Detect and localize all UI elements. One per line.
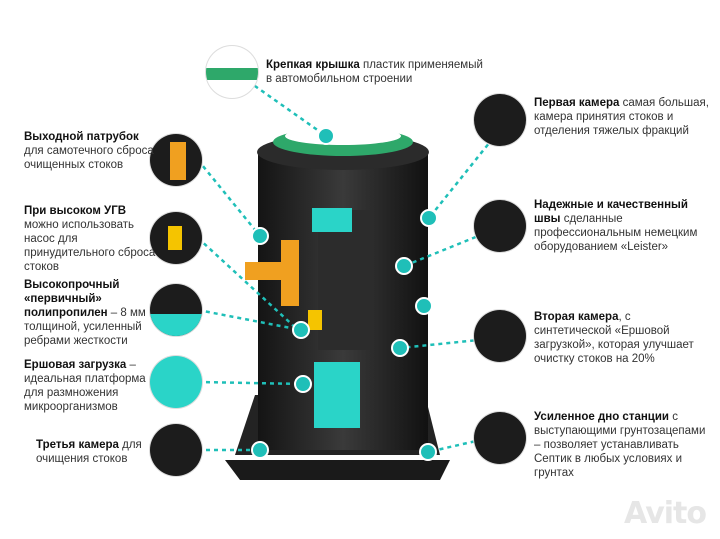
- septic-partition: [318, 210, 374, 350]
- outlet-pipe-vertical: [281, 240, 299, 306]
- callout-brush-text: – идеальная платформа для размножения ми…: [24, 359, 146, 413]
- detail-pp-icon: [150, 284, 202, 336]
- callout-lid-title: Крепкая крышка: [266, 59, 360, 71]
- callout-outlet: Выходной патрубок для самотечного сброса…: [24, 130, 158, 172]
- detail-outlet-icon: [150, 134, 202, 186]
- callout-pp-text: – 8 мм толщиной, усиленный ребрами жестк…: [24, 307, 146, 347]
- callout-bottom-text: с выступающими грунтозацепами – позволяе…: [534, 411, 706, 479]
- septic-brush-top: [312, 208, 352, 232]
- callout-seams: Надежные и качественный швы сделанные пр…: [534, 198, 710, 254]
- detail-chamber2-icon: [474, 310, 526, 362]
- callout-bottom-title: Усиленное дно станции: [534, 411, 669, 423]
- callout-outlet-text: для самотечного сброса очищенных стоков: [24, 145, 154, 171]
- callout-pump-title: При высоком УГВ: [24, 205, 127, 217]
- callout-pp-title: Высокопрочный «первичный» полипропилен: [24, 279, 120, 319]
- pump-pipe: [308, 310, 322, 330]
- callout-chamber3-title: Третья камера: [36, 439, 119, 451]
- callout-chamber1-text: самая большая, камера принятия стоков и …: [534, 97, 709, 137]
- callout-chamber2: Вторая камера, с синтетической «Ершовой …: [534, 310, 704, 366]
- callout-chamber2-text: , с синтетической «Ершовой загрузкой», к…: [534, 311, 694, 365]
- septic-lid-top: [285, 127, 401, 145]
- detail-bottom-icon: [474, 412, 526, 464]
- detail-seams-icon: [474, 200, 526, 252]
- callout-outlet-title: Выходной патрубок: [24, 131, 139, 143]
- detail-pump-icon: [150, 212, 202, 264]
- callout-seams-text: сделанные профессиональным немецким обор…: [534, 213, 698, 253]
- callout-pump: При высоком УГВ можно использовать насос…: [24, 204, 158, 274]
- callout-pump-text: можно использовать насос для принудитель…: [24, 219, 156, 273]
- callout-chamber3-text: для очищения стоков: [36, 439, 142, 465]
- callout-lid: Крепкая крышка пластик применяемый в авт…: [266, 58, 486, 86]
- avito-watermark: Avito: [624, 496, 707, 531]
- detail-lid-icon: [206, 46, 258, 98]
- callout-chamber3: Третья камера для очищения стоков: [36, 438, 166, 466]
- callout-lid-text: пластик применяемый в автомобильном стро…: [266, 59, 483, 85]
- detail-chamber1-icon: [474, 94, 526, 146]
- detail-chamber3-icon: [150, 424, 202, 476]
- callout-brush-title: Ершовая загрузка: [24, 359, 127, 371]
- septic-base-plate: [225, 460, 450, 480]
- callout-chamber1-title: Первая камера: [534, 97, 620, 109]
- callout-brush: Ершовая загрузка – идеальная платформа д…: [24, 358, 158, 414]
- callout-chamber2-title: Вторая камера: [534, 311, 619, 323]
- callout-chamber1: Первая камера самая большая, камера прин…: [534, 96, 710, 138]
- detail-brush-icon: [150, 356, 202, 408]
- connector-dots: [251, 127, 438, 461]
- callout-bottom: Усиленное дно станции с выступающими гру…: [534, 410, 710, 480]
- septic-brush-load: [314, 362, 360, 428]
- callout-seams-title: Надежные и качественный швы: [534, 199, 688, 225]
- callout-pp: Высокопрочный «первичный» полипропилен –…: [24, 278, 152, 348]
